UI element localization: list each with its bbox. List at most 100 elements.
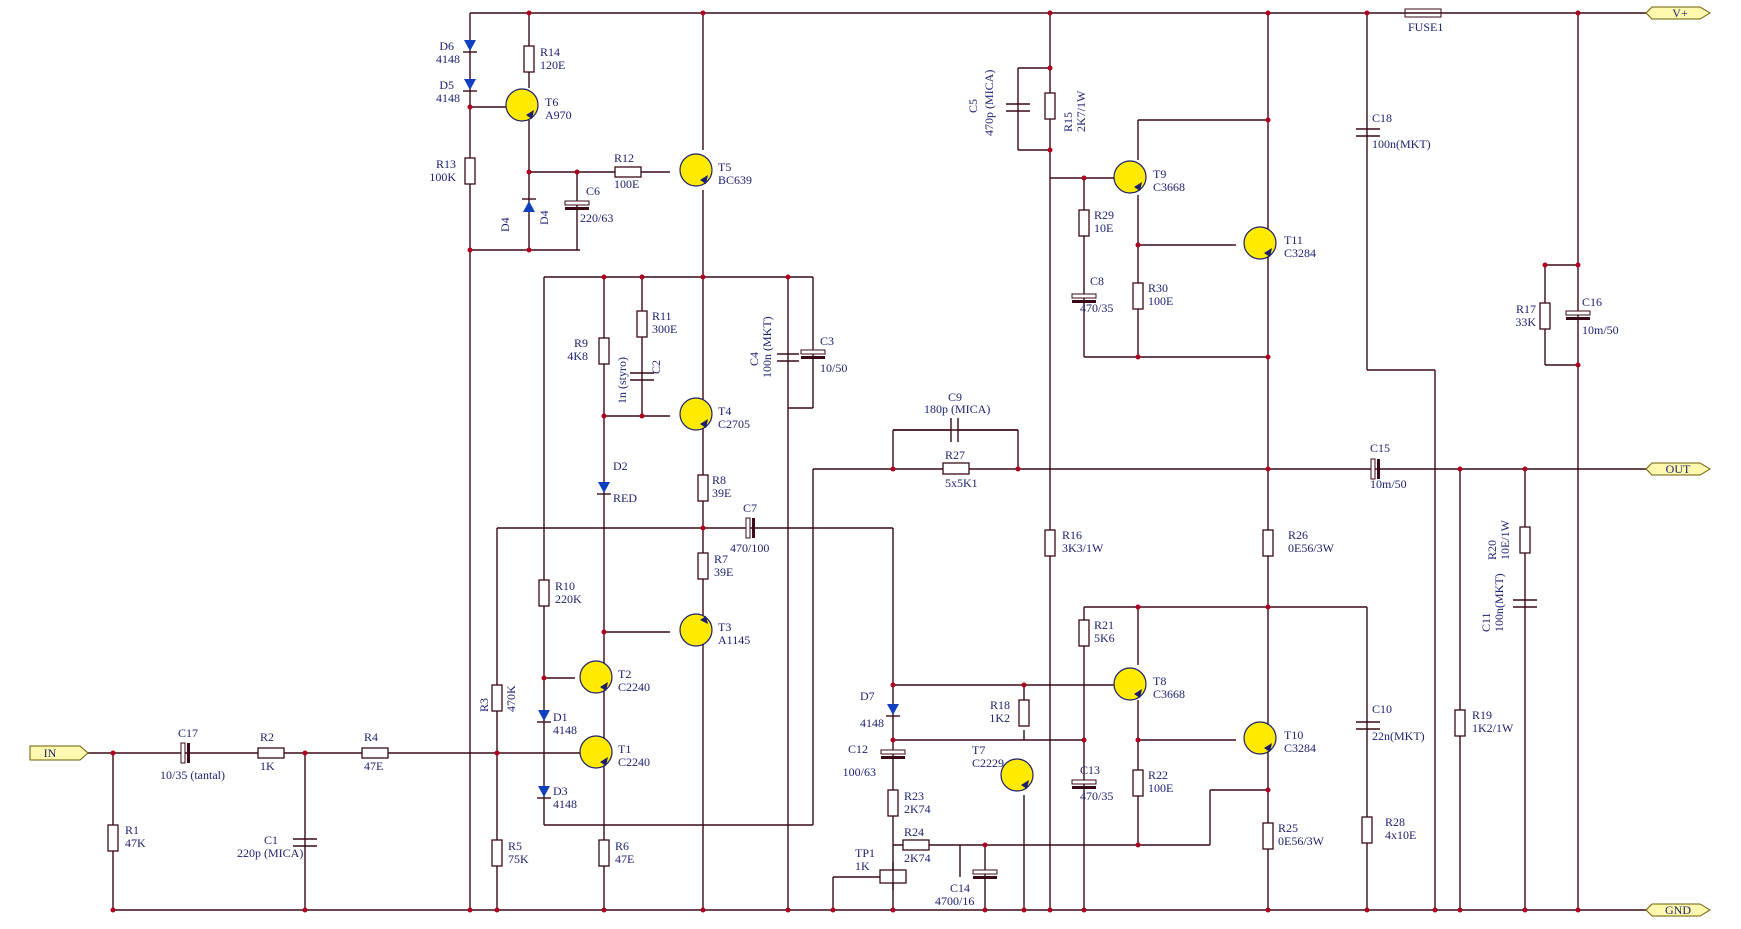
capacitor-c1: C1 220p (MICA) [237, 833, 317, 860]
capacitor-c6: C6 220/63 [564, 184, 613, 225]
transistor-t3: T3 A1145 [679, 613, 750, 647]
r23-ref: R23 [904, 789, 924, 803]
port-out-label: OUT [1666, 462, 1691, 476]
diode-d2: D2 RED [597, 459, 637, 505]
r30-ref: R30 [1148, 281, 1168, 295]
r5-ref: R5 [508, 839, 522, 853]
r18-ref: R18 [990, 698, 1010, 712]
r25-ref: R25 [1278, 821, 1298, 835]
r6-val: 47E [615, 852, 634, 866]
c8-ref: C8 [1090, 274, 1104, 288]
t9-val: C3668 [1153, 180, 1185, 194]
diode-d6: D6 4148 [436, 39, 477, 66]
r3-val: 470K [504, 685, 518, 712]
fuse1-ref: FUSE1 [1408, 20, 1443, 34]
r9-ref: R9 [574, 336, 588, 350]
resistor-r12: R12 100E [614, 151, 642, 191]
r21-ref: R21 [1094, 618, 1114, 632]
r24-val: 2K74 [904, 851, 931, 865]
r13-val: 100K [429, 170, 456, 184]
t9-ref: T9 [1153, 167, 1166, 181]
c18-ref: C18 [1372, 111, 1392, 125]
r19-val: 1K2/1W [1472, 721, 1514, 735]
r15-val: 2K7/1W [1074, 90, 1088, 132]
wires [88, 12, 1652, 911]
r16-val: 3K3/1W [1062, 541, 1104, 555]
diode-d4: D4 D4 [498, 198, 551, 232]
r29-ref: R29 [1094, 208, 1114, 222]
c17-val: 10/35 (tantal) [160, 768, 225, 782]
c7-val: 470/100 [730, 541, 769, 555]
r4-val: 47E [364, 759, 383, 773]
t8-ref: T8 [1153, 674, 1166, 688]
capacitor-c14: C14 4700/16 [935, 869, 998, 908]
r2-val: 1K [260, 759, 275, 773]
r20-val: 10E/1W [1498, 519, 1512, 560]
port-vplus: V+ [1645, 6, 1711, 20]
c5-ref: C5 [966, 99, 980, 113]
r6-ref: R6 [615, 839, 629, 853]
r11-val: 300E [652, 322, 677, 336]
diode-d7: D7 4148 [860, 689, 900, 730]
d7-val: 4148 [860, 716, 884, 730]
c10-val: 22n(MKT) [1372, 729, 1425, 743]
r8-val: 39E [712, 486, 731, 500]
resistor-r2: R2 1K [257, 730, 285, 773]
r9-val: 4K8 [567, 349, 588, 363]
capacitor-c2: C2 1n (styro) [615, 357, 663, 404]
c2-val: 1n (styro) [615, 357, 629, 404]
r14-val: 120E [540, 58, 565, 72]
d2-ref: D2 [613, 459, 628, 473]
capacitor-c16: C16 10m/50 [1565, 295, 1619, 337]
resistor-r9: R9 4K8 [567, 336, 610, 365]
resistor-r1: R1 47K [107, 823, 146, 852]
port-in: IN [29, 745, 89, 761]
resistor-r19: R19 1K2/1W [1454, 708, 1514, 737]
c10-ref: C10 [1372, 702, 1392, 716]
d4-val: D4 [537, 210, 551, 225]
r3-ref: R3 [477, 698, 491, 712]
r17-val: 33K [1515, 315, 1536, 329]
r17-ref: R17 [1516, 302, 1536, 316]
resistor-r23: R23 2K74 [887, 789, 931, 817]
capacitor-c10: C10 22n(MKT) [1356, 702, 1425, 743]
transistor-t7: T7 C2229 [972, 743, 1034, 792]
resistor-r3: R3 470K [477, 684, 518, 712]
t10-ref: T10 [1284, 728, 1303, 742]
tp1-val: 1K [855, 859, 870, 873]
resistor-r14: R14 120E [523, 45, 565, 73]
r22-val: 100E [1148, 781, 1173, 795]
d6-val: 4148 [436, 52, 460, 66]
r4-ref: R4 [364, 730, 378, 744]
capacitor-c13: C13 470/35 [1071, 763, 1113, 803]
r1-val: 47K [125, 836, 146, 850]
transistor-t4: T4 C2705 [679, 397, 750, 431]
capacitor-c9: C9 180p (MICA) [893, 390, 1018, 442]
r28-val: 4x10E [1385, 828, 1416, 842]
t6-val: A970 [545, 108, 572, 122]
d3-val: 4148 [553, 797, 577, 811]
fuse-fuse1: FUSE1 [1404, 8, 1443, 34]
d6-ref: D6 [439, 39, 454, 53]
t4-val: C2705 [718, 417, 750, 431]
resistor-r8: R8 39E [697, 473, 731, 502]
d4-ref: D4 [498, 217, 512, 232]
transistor-t11: T11 C3284 [1243, 226, 1316, 260]
t8-val: C3668 [1153, 687, 1185, 701]
c17-ref: C17 [178, 726, 198, 740]
t10-val: C3284 [1284, 741, 1316, 755]
diode-d3: D3 4148 [537, 784, 577, 811]
resistor-r27: R27 5x5K1 [942, 448, 978, 490]
r11-ref: R11 [652, 309, 672, 323]
t1-val: C2240 [618, 755, 650, 769]
junctions [110, 10, 1581, 913]
r12-ref: R12 [614, 151, 634, 165]
c18-val: 100n(MKT) [1372, 137, 1431, 151]
port-gnd: GND [1645, 903, 1711, 917]
c9-val: 180p (MICA) [924, 402, 990, 416]
c2-ref: C2 [649, 360, 663, 374]
resistor-r22: R22 100E [1132, 768, 1173, 797]
d5-val: 4148 [436, 91, 460, 105]
c8-val: 470/35 [1080, 301, 1113, 315]
